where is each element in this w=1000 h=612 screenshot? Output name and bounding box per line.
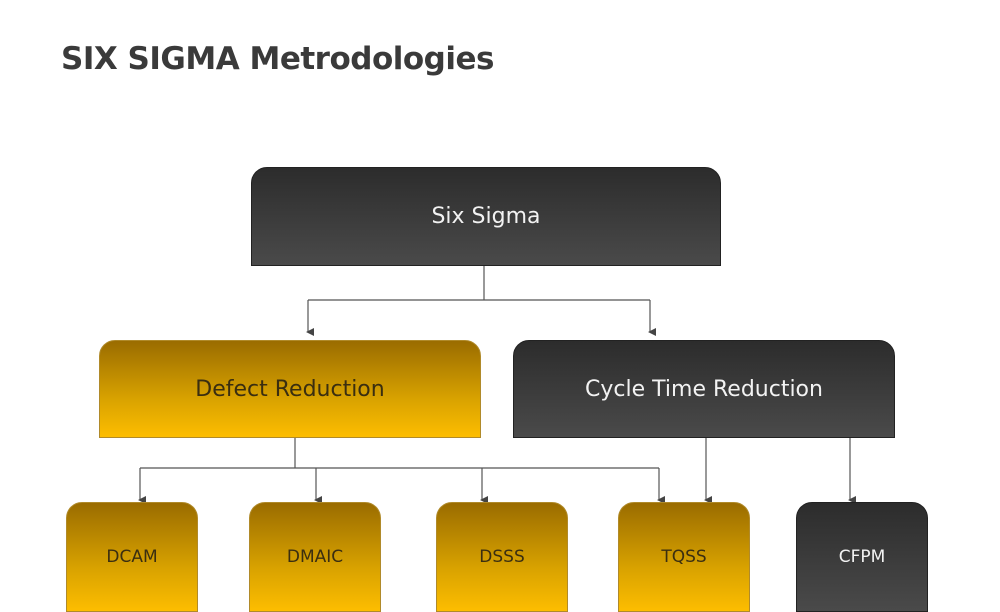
node-cfpm: CFPM — [796, 502, 928, 612]
node-defect-reduction: Defect Reduction — [99, 340, 481, 438]
node-dsss: DSSS — [436, 502, 568, 612]
node-label: Cycle Time Reduction — [585, 376, 823, 402]
node-label: DCAM — [106, 547, 158, 567]
node-label: Defect Reduction — [195, 376, 385, 402]
page-title: SIX SIGMA Metrodologies — [61, 41, 494, 77]
node-tqss: TQSS — [618, 502, 750, 612]
node-label: TQSS — [661, 547, 707, 567]
node-cycle-time-reduction: Cycle Time Reduction — [513, 340, 895, 438]
node-dmaic: DMAIC — [249, 502, 381, 612]
node-dcam: DCAM — [66, 502, 198, 612]
node-label: DSSS — [479, 547, 525, 567]
node-label: CFPM — [838, 547, 886, 567]
node-label: Six Sigma — [431, 204, 541, 229]
node-six-sigma: Six Sigma — [251, 167, 721, 266]
node-label: DMAIC — [286, 547, 344, 567]
